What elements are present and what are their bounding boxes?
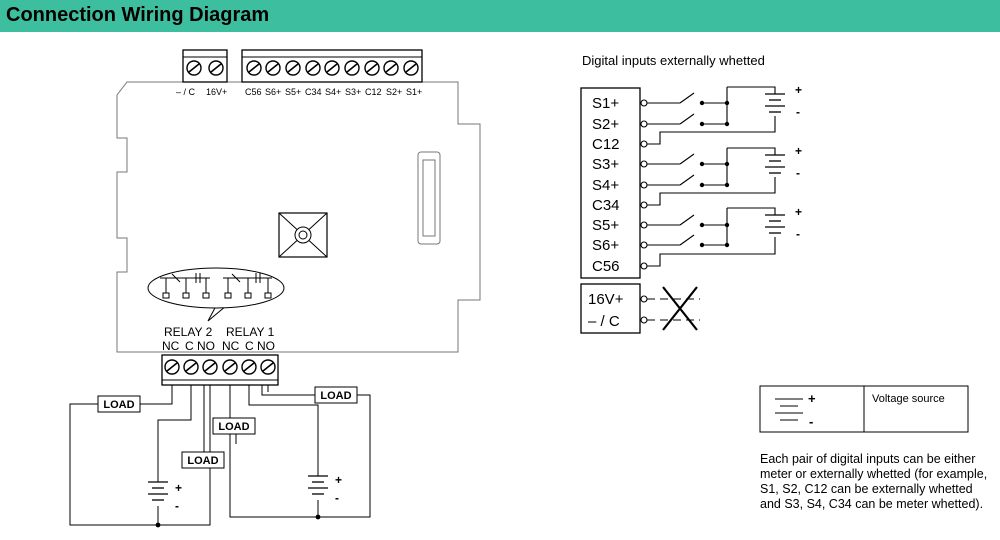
terminal-label-s6: S6+ xyxy=(265,87,281,97)
svg-text:LOAD: LOAD xyxy=(320,390,351,402)
svg-text:+: + xyxy=(335,473,342,487)
relay-contact-labels: NC C NO NC C NO xyxy=(162,339,275,353)
svg-text:LOAD: LOAD xyxy=(187,455,218,467)
legend-label: Voltage source xyxy=(872,393,945,405)
input-s4: S4+ xyxy=(592,177,619,194)
svg-text:+: + xyxy=(795,205,802,219)
module-body xyxy=(116,81,481,353)
input-power-minus-c: – / C xyxy=(588,313,620,330)
relay1-title: RELAY 1 xyxy=(226,325,275,339)
svg-text:-: - xyxy=(335,491,339,505)
terminal-label-s1: S1+ xyxy=(406,87,422,97)
relay2-no: NO xyxy=(197,339,215,353)
load-wiring xyxy=(69,385,371,526)
legend-minus: - xyxy=(809,414,813,429)
whetting-note: Each pair of digital inputs can be eithe… xyxy=(760,452,988,511)
input-s6: S6+ xyxy=(592,237,619,254)
input-s2: S2+ xyxy=(592,116,619,133)
terminal-labels: C56 S6+ S5+ C34 S4+ S3+ C12 S2+ S1+ xyxy=(245,87,422,97)
terminal-label-c56: C56 xyxy=(245,87,262,97)
svg-text:-: - xyxy=(175,499,179,513)
header-bar: Connection Wiring Diagram xyxy=(0,0,1000,32)
input-terminal-box xyxy=(580,87,641,279)
power-terminal-block xyxy=(182,49,228,83)
voltage-source-legend xyxy=(759,385,969,433)
input-switch-wiring xyxy=(640,86,776,270)
not-connected-cross xyxy=(640,286,700,331)
svg-text:-: - xyxy=(796,227,800,241)
input-c34: C34 xyxy=(592,197,620,214)
input-junction-dots xyxy=(699,100,730,248)
relay1-c: C xyxy=(245,339,254,353)
input-c56: C56 xyxy=(592,258,620,275)
relay2-c: C xyxy=(185,339,194,353)
terminal-label-c34: C34 xyxy=(305,87,322,97)
svg-text:LOAD: LOAD xyxy=(103,399,134,411)
legend-plus: + xyxy=(808,391,816,406)
input-c12: C12 xyxy=(592,136,620,153)
terminal-label-c12: C12 xyxy=(365,87,382,97)
load-box-3: LOAD xyxy=(212,417,256,435)
terminal-label-s3: S3+ xyxy=(345,87,361,97)
relay-schematic-bubble xyxy=(147,267,285,322)
power-label-minus-c: – / C xyxy=(176,87,196,97)
input-labels: S1+ S2+ C12 S3+ S4+ C34 S5+ S6+ C56 xyxy=(592,95,620,275)
svg-text:+: + xyxy=(175,481,182,495)
terminal-label-s4: S4+ xyxy=(325,87,341,97)
relay2-title: RELAY 2 xyxy=(164,325,213,339)
terminal-label-s2: S2+ xyxy=(386,87,402,97)
load-box-2: LOAD xyxy=(314,386,358,404)
input-power-box xyxy=(580,283,641,334)
power-label-16v: 16V+ xyxy=(206,87,227,97)
relay2-nc: NC xyxy=(162,339,180,353)
input-terminal-block xyxy=(241,49,423,83)
svg-text:+: + xyxy=(795,83,802,97)
relay1-nc: NC xyxy=(222,339,240,353)
input-s5: S5+ xyxy=(592,217,619,234)
input-s1: S1+ xyxy=(592,95,619,112)
relay-terminal-block xyxy=(161,354,279,386)
svg-text:-: - xyxy=(796,166,800,180)
input-power-16v: 16V+ xyxy=(588,291,624,308)
input-s3: S3+ xyxy=(592,156,619,173)
svg-text:-: - xyxy=(796,105,800,119)
page-title: Connection Wiring Diagram xyxy=(6,4,270,26)
relay1-no: NO xyxy=(257,339,275,353)
terminal-label-s5: S5+ xyxy=(285,87,301,97)
svg-text:LOAD: LOAD xyxy=(218,421,249,433)
load-box-4: LOAD xyxy=(181,451,225,469)
svg-text:+: + xyxy=(795,144,802,158)
load-box-1: LOAD xyxy=(97,395,141,413)
inputs-diagram-title: Digital inputs externally whetted xyxy=(582,53,765,68)
